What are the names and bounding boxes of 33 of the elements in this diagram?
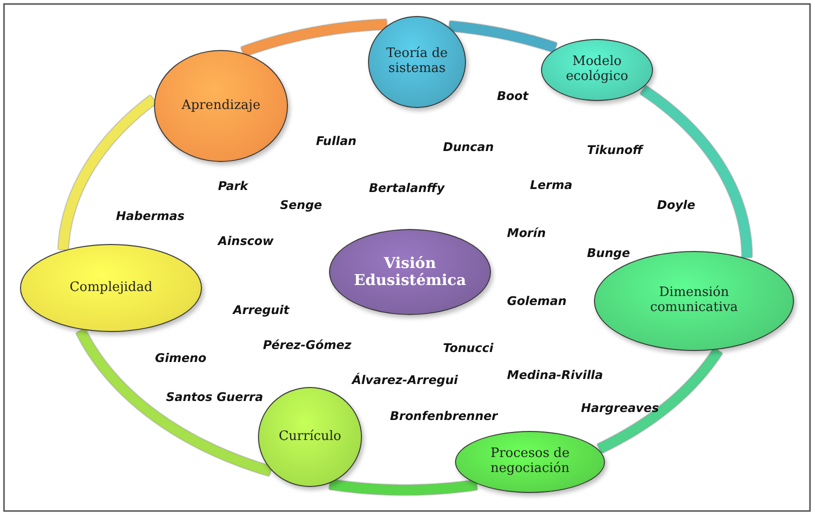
concept-label: Procesos de negociación bbox=[489, 447, 571, 477]
author-name: Santos Guerra bbox=[166, 390, 264, 404]
author-name: Habermas bbox=[116, 209, 185, 223]
central-title: Visión Edusistémica bbox=[352, 254, 468, 290]
concept-ellipse bbox=[368, 16, 466, 108]
author-name: Morín bbox=[507, 226, 546, 240]
author-name: Medina-Rivilla bbox=[507, 368, 604, 382]
concept-label: Teoría de sistemas bbox=[385, 47, 449, 77]
author-name: Ainscow bbox=[218, 234, 274, 248]
concept-label: Dimensión comunicativa bbox=[649, 286, 739, 316]
author-name: Gimeno bbox=[155, 351, 206, 365]
author-name: Senge bbox=[280, 198, 322, 212]
author-name: Boot bbox=[497, 89, 528, 103]
concept-label: Currículo bbox=[278, 430, 342, 444]
author-name: Goleman bbox=[507, 294, 566, 308]
author-name: Park bbox=[218, 179, 248, 193]
author-name: Bunge bbox=[587, 246, 630, 260]
concept-label: Aprendizaje bbox=[182, 98, 260, 114]
author-name: Hargreaves bbox=[581, 401, 659, 415]
author-name: Doyle bbox=[657, 198, 696, 212]
author-name: Tonucci bbox=[443, 341, 494, 355]
author-name: Fullan bbox=[316, 134, 356, 148]
concept-label: Modelo ecológico bbox=[564, 55, 630, 85]
concept-ellipse bbox=[541, 39, 653, 101]
author-name: Álvarez-Arregui bbox=[352, 373, 458, 387]
author-name: Lerma bbox=[530, 178, 572, 192]
author-name: Tikunoff bbox=[587, 143, 643, 157]
author-name: Duncan bbox=[443, 140, 494, 154]
author-name: Bertalanffy bbox=[369, 181, 445, 195]
concept-label: Complejidad bbox=[70, 280, 152, 296]
author-name: Bronfenbrenner bbox=[390, 409, 498, 423]
author-name: Pérez-Gómez bbox=[263, 338, 352, 352]
author-name: Arreguit bbox=[233, 303, 290, 317]
